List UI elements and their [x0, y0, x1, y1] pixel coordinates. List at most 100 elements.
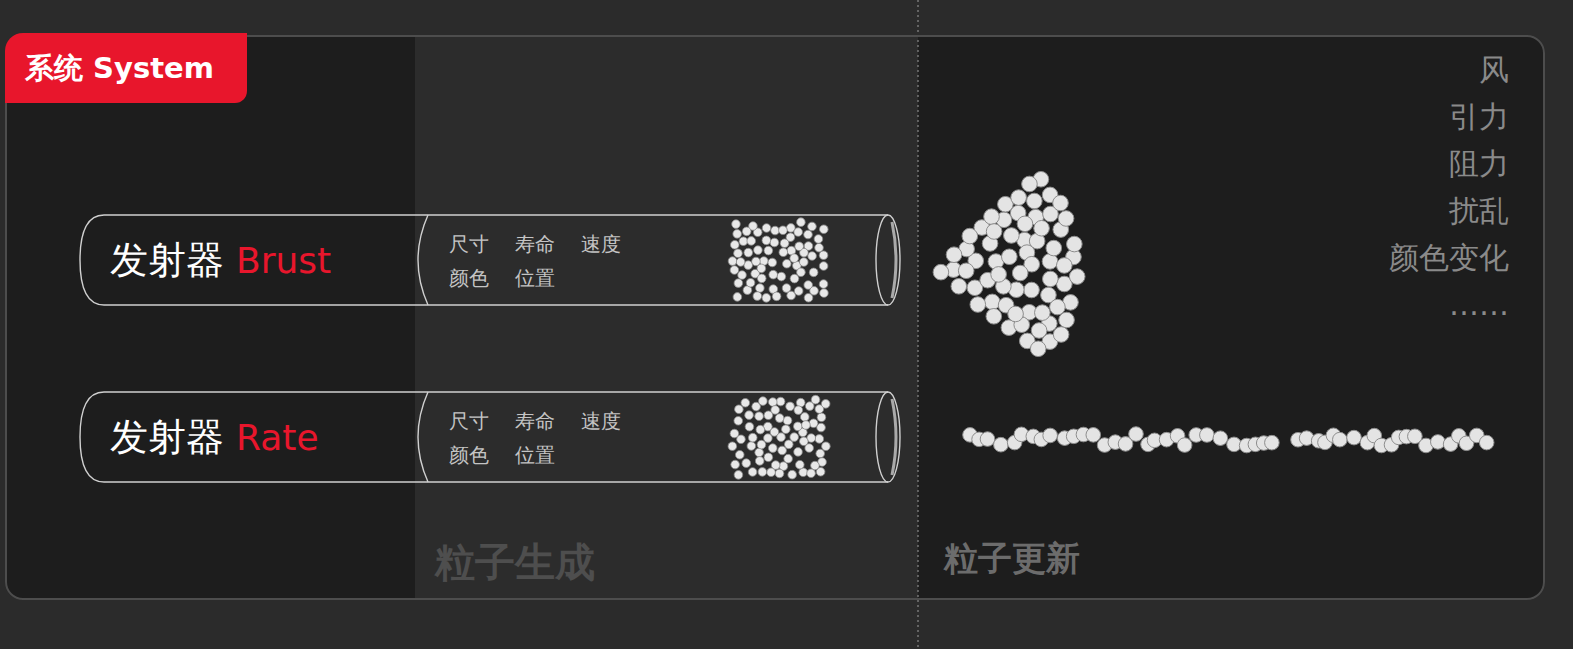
particle: [788, 470, 797, 479]
particle: [728, 442, 737, 451]
particle: [784, 440, 793, 449]
particle: [802, 421, 811, 430]
particle: [746, 278, 755, 287]
particle: [1017, 216, 1033, 232]
particle: [1056, 258, 1072, 274]
emitter-tube: 发射器Rate 尺寸寿命速度颜色位置: [80, 391, 904, 483]
particle: [734, 471, 743, 480]
particle: [772, 292, 781, 301]
particle: [1177, 438, 1192, 453]
particle: [1347, 430, 1362, 445]
particle: [1053, 327, 1069, 343]
particle: [1002, 249, 1018, 265]
particle: [771, 226, 780, 235]
particle: [994, 437, 1009, 452]
particle: [764, 246, 773, 255]
particle: [733, 230, 742, 239]
emitter-mode: Rate: [236, 417, 319, 458]
particle: [757, 440, 766, 449]
particle: [799, 258, 808, 267]
particle: [819, 280, 828, 289]
particle: [962, 228, 978, 244]
particle: [790, 433, 799, 442]
burst-particles: [933, 171, 1085, 356]
particle: [755, 412, 764, 421]
particle: [738, 271, 747, 280]
particle: [748, 433, 757, 442]
particle: [755, 448, 764, 457]
stage-label: 粒子生成: [435, 535, 595, 590]
particle: [1046, 240, 1062, 256]
particle: [782, 425, 791, 434]
property-list: 尺寸寿命速度颜色位置: [449, 404, 659, 472]
particle: [794, 287, 803, 296]
particle: [819, 251, 828, 260]
particle: [815, 435, 824, 444]
particle: [748, 468, 757, 477]
property-name: 寿命: [515, 404, 581, 438]
stage-label: 粒子更新: [944, 536, 1080, 582]
particle: [1129, 427, 1144, 442]
particle: [745, 422, 754, 431]
property-name: 位置: [515, 261, 581, 295]
property-name: 位置: [515, 438, 581, 472]
particle: [1030, 341, 1046, 357]
force-name: 颜色变化: [1389, 234, 1509, 281]
particle: [730, 240, 739, 249]
property-name: 颜色: [449, 261, 515, 295]
particle: [1043, 428, 1058, 443]
tube-body: [80, 215, 888, 305]
particle: [1008, 306, 1024, 322]
particle: [762, 224, 771, 233]
particle: [757, 274, 766, 283]
particle: [816, 449, 825, 458]
particle: [735, 450, 744, 459]
particle: [958, 263, 974, 279]
particle: [1213, 431, 1228, 446]
particle: [754, 246, 763, 255]
particle: [1479, 435, 1494, 450]
particle: [811, 461, 820, 470]
particle: [794, 448, 803, 457]
property-list: 尺寸寿命速度颜色位置: [449, 227, 659, 295]
particle: [739, 237, 748, 246]
emitter-name: 发射器: [110, 235, 224, 286]
particle: [732, 220, 741, 229]
particle: [1431, 435, 1446, 450]
particle: [734, 417, 743, 426]
particle: [800, 413, 809, 422]
tube-end: [876, 215, 900, 305]
particle: [809, 419, 818, 428]
particle: [1067, 236, 1083, 252]
particle: [1069, 269, 1085, 285]
force-list: 风引力阻力扰乱颜色变化……: [1389, 46, 1509, 328]
particle: [731, 460, 740, 469]
particle: [819, 225, 828, 234]
particle: [796, 460, 805, 469]
emitter-title: 发射器Rate: [110, 391, 319, 483]
particle: [758, 468, 767, 477]
particle: [1043, 271, 1059, 287]
property-name: 速度: [581, 404, 647, 438]
system-tag: 系统 System: [5, 33, 247, 103]
particle: [779, 248, 788, 257]
particle: [1058, 211, 1074, 227]
particle: [768, 444, 777, 453]
particle: [741, 398, 750, 407]
particle: [1053, 195, 1069, 211]
stage-band: 粒子生成: [417, 37, 920, 602]
particle: [933, 264, 949, 280]
particle: [764, 453, 773, 462]
particle: [1200, 428, 1215, 443]
particle: [1034, 220, 1050, 236]
particle: [734, 279, 743, 288]
particle: [762, 294, 771, 303]
force-name: 风: [1389, 46, 1509, 93]
particle: [991, 267, 1007, 283]
particle: [747, 237, 756, 246]
particle: [756, 284, 765, 293]
particle: [1035, 305, 1051, 321]
particle: [775, 469, 784, 478]
particle: [776, 397, 785, 406]
particle: [980, 432, 995, 447]
